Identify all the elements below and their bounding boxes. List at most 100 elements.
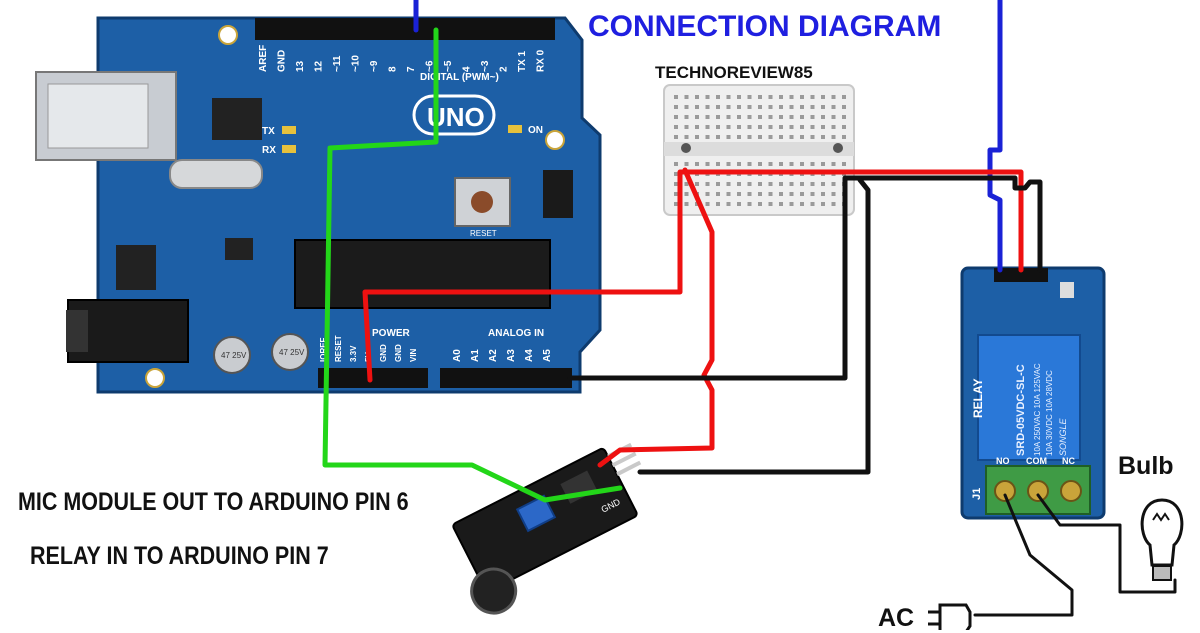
relay-led <box>1060 282 1074 298</box>
terminal-label-com: COM <box>1026 456 1047 466</box>
breadboard-hole <box>810 95 815 99</box>
pin-label: VIN <box>409 348 418 362</box>
tx-label: TX <box>262 126 275 137</box>
j1-label: J1 <box>971 488 983 500</box>
breadboard-hole <box>800 192 804 196</box>
pin-label: IOREF <box>319 337 328 362</box>
breadboard-hole <box>779 135 783 139</box>
breadboard-hole <box>716 125 720 129</box>
breadboard-mount-hole <box>833 143 843 153</box>
mounting-hole <box>145 368 165 388</box>
breadboard-hole <box>758 192 762 196</box>
reset-label: RESET <box>470 229 497 238</box>
breadboard-hole <box>684 202 689 206</box>
tx-led <box>282 126 296 134</box>
breadboard-hole <box>800 162 804 166</box>
power-led <box>508 125 522 133</box>
mic-potentiometer <box>515 494 557 533</box>
breadboard-hole <box>789 95 794 99</box>
pin-label: A2 <box>488 349 499 362</box>
breadboard-hole <box>705 125 710 129</box>
breadboard-hole <box>789 105 794 109</box>
breadboard-hole <box>842 115 846 119</box>
breadboard-hole <box>695 95 699 99</box>
breadboard-hole <box>716 182 720 186</box>
pin-label: ~3 <box>480 60 491 72</box>
breadboard-hole <box>695 162 699 166</box>
breadboard-hole <box>821 192 825 196</box>
breadboard-hole <box>695 202 699 206</box>
pin-label: GND <box>277 50 288 72</box>
wiring <box>322 0 1177 617</box>
relay-side-label: RELAY <box>971 378 985 418</box>
power-header-label: POWER <box>372 328 411 339</box>
terminal-label-nc: NC <box>1062 456 1075 466</box>
breadboard-hole <box>674 192 678 196</box>
breadboard-hole <box>768 125 773 129</box>
breadboard-hole <box>674 115 678 119</box>
breadboard-hole <box>800 125 804 129</box>
breadboard-hole <box>747 105 752 109</box>
breadboard-hole <box>800 202 804 206</box>
voltage-regulator <box>116 245 156 290</box>
breadboard-hole <box>842 162 846 166</box>
screw-terminal-nc <box>1060 480 1082 502</box>
bulb-label: Bulb <box>1118 452 1174 480</box>
pin-label: 7 <box>406 66 417 72</box>
breadboard-hole <box>684 105 689 109</box>
breadboard-hole <box>800 105 804 109</box>
screw-terminal-no <box>994 480 1016 502</box>
breadboard-hole <box>747 162 752 166</box>
relay-pin-note: RELAY IN TO ARDUINO PIN 7 <box>30 542 329 570</box>
breadboard-hole <box>768 95 773 99</box>
pin-label: A3 <box>506 349 517 362</box>
breadboard-hole <box>716 105 720 109</box>
breadboard-hole <box>779 192 783 196</box>
icsp-header <box>543 170 573 218</box>
breadboard-hole <box>810 105 815 109</box>
pin-label: A0 <box>452 349 463 362</box>
pin-label: 2 <box>499 66 510 72</box>
breadboard-hole <box>674 105 678 109</box>
breadboard-hole <box>789 135 794 139</box>
screw-terminal-com <box>1027 480 1049 502</box>
pin-label: A1 <box>470 349 481 362</box>
bulb-filament <box>1152 512 1170 522</box>
relay-cube <box>977 334 1081 461</box>
breadboard-hole <box>789 162 794 166</box>
breadboard-hole <box>716 135 720 139</box>
capacitor <box>271 333 309 371</box>
pin-label: 3.3V <box>349 345 358 362</box>
breadboard-hole <box>758 125 762 129</box>
pin-label: A5 <box>542 349 553 362</box>
pin-label: A4 <box>524 349 535 362</box>
breadboard-hole <box>810 125 815 129</box>
breadboard-hole <box>726 182 731 186</box>
breadboard-mount-hole <box>681 143 691 153</box>
bulb-glass <box>1140 498 1184 567</box>
breadboard-hole <box>800 95 804 99</box>
breadboard-hole <box>768 115 773 119</box>
breadboard-hole <box>705 105 710 109</box>
breadboard-hole <box>842 125 846 129</box>
pin-label: GND <box>394 344 403 362</box>
breadboard-hole <box>789 202 794 206</box>
breadboard-hole <box>726 115 731 119</box>
wire-ac-line <box>973 493 1074 617</box>
breadboard-hole <box>768 182 773 186</box>
mic-pin <box>611 451 637 468</box>
uno-logo-outline <box>412 94 496 136</box>
breadboard-hole <box>821 182 825 186</box>
breadboard-hole <box>821 202 825 206</box>
mic-pin <box>616 460 642 477</box>
usb-connector-face <box>47 83 149 149</box>
breadboard-hole <box>810 135 815 139</box>
breadboard-hole <box>737 162 741 166</box>
breadboard-hole <box>779 95 783 99</box>
relay-input-header <box>994 268 1048 282</box>
breadboard-hole <box>758 135 762 139</box>
breadboard-hole <box>842 135 846 139</box>
breadboard-hole <box>726 202 731 206</box>
breadboard-hole <box>842 105 846 109</box>
